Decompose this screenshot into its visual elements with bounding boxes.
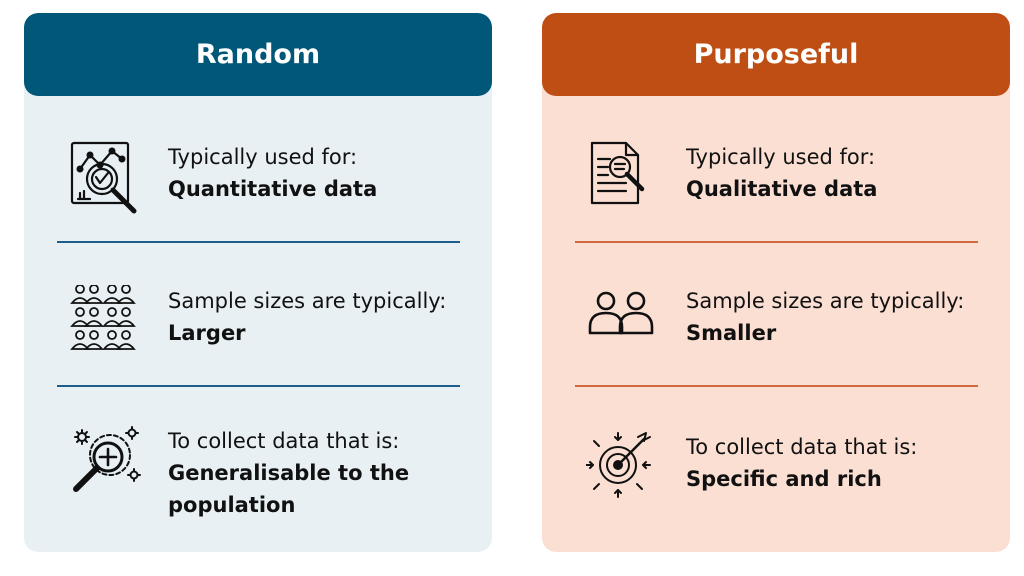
- random-card-title: Random: [24, 13, 492, 96]
- target-arrow-icon: [586, 431, 662, 511]
- row-divider: [575, 241, 978, 243]
- zoom-in-gears-icon: [68, 425, 144, 505]
- row-label: Sample sizes are typically:: [168, 289, 447, 313]
- row-label: Sample sizes are typically:: [686, 289, 965, 313]
- row-value: Larger: [168, 321, 246, 345]
- document-magnifier-icon: [586, 141, 662, 221]
- row-value: Specific and rich: [686, 467, 882, 491]
- row-label: Typically used for:: [168, 145, 358, 169]
- purposeful-row-collect: To collect data that is: Specific and ri…: [542, 431, 1010, 551]
- row-value: Qualitative data: [686, 177, 878, 201]
- row-divider: [57, 385, 460, 387]
- purposeful-row-used-for: Typically used for: Qualitative data: [542, 141, 1010, 261]
- random-card: Random Typically used for:: [24, 13, 492, 552]
- row-value: Generalisable to the population: [168, 461, 410, 517]
- row-value: Quantitative data: [168, 177, 378, 201]
- crowd-icon: [68, 285, 144, 365]
- purposeful-row-sample-size: Sample sizes are typically: Smaller: [542, 285, 1010, 405]
- row-label: Typically used for:: [686, 145, 876, 169]
- random-row-used-for: Typically used for: Quantitative data: [24, 141, 492, 261]
- two-people-icon: [586, 285, 662, 365]
- purposeful-card-title: Purposeful: [542, 13, 1010, 96]
- chart-magnifier-icon: [68, 141, 144, 221]
- row-label: To collect data that is:: [168, 429, 400, 453]
- row-label: To collect data that is:: [686, 435, 918, 459]
- random-row-collect: To collect data that is: Generalisable t…: [24, 425, 492, 545]
- purposeful-card: Purposeful Typically used for: Qualitati…: [542, 13, 1010, 552]
- row-divider: [575, 385, 978, 387]
- random-row-sample-size: Sample sizes are typically: Larger: [24, 285, 492, 405]
- row-value: Smaller: [686, 321, 777, 345]
- row-divider: [57, 241, 460, 243]
